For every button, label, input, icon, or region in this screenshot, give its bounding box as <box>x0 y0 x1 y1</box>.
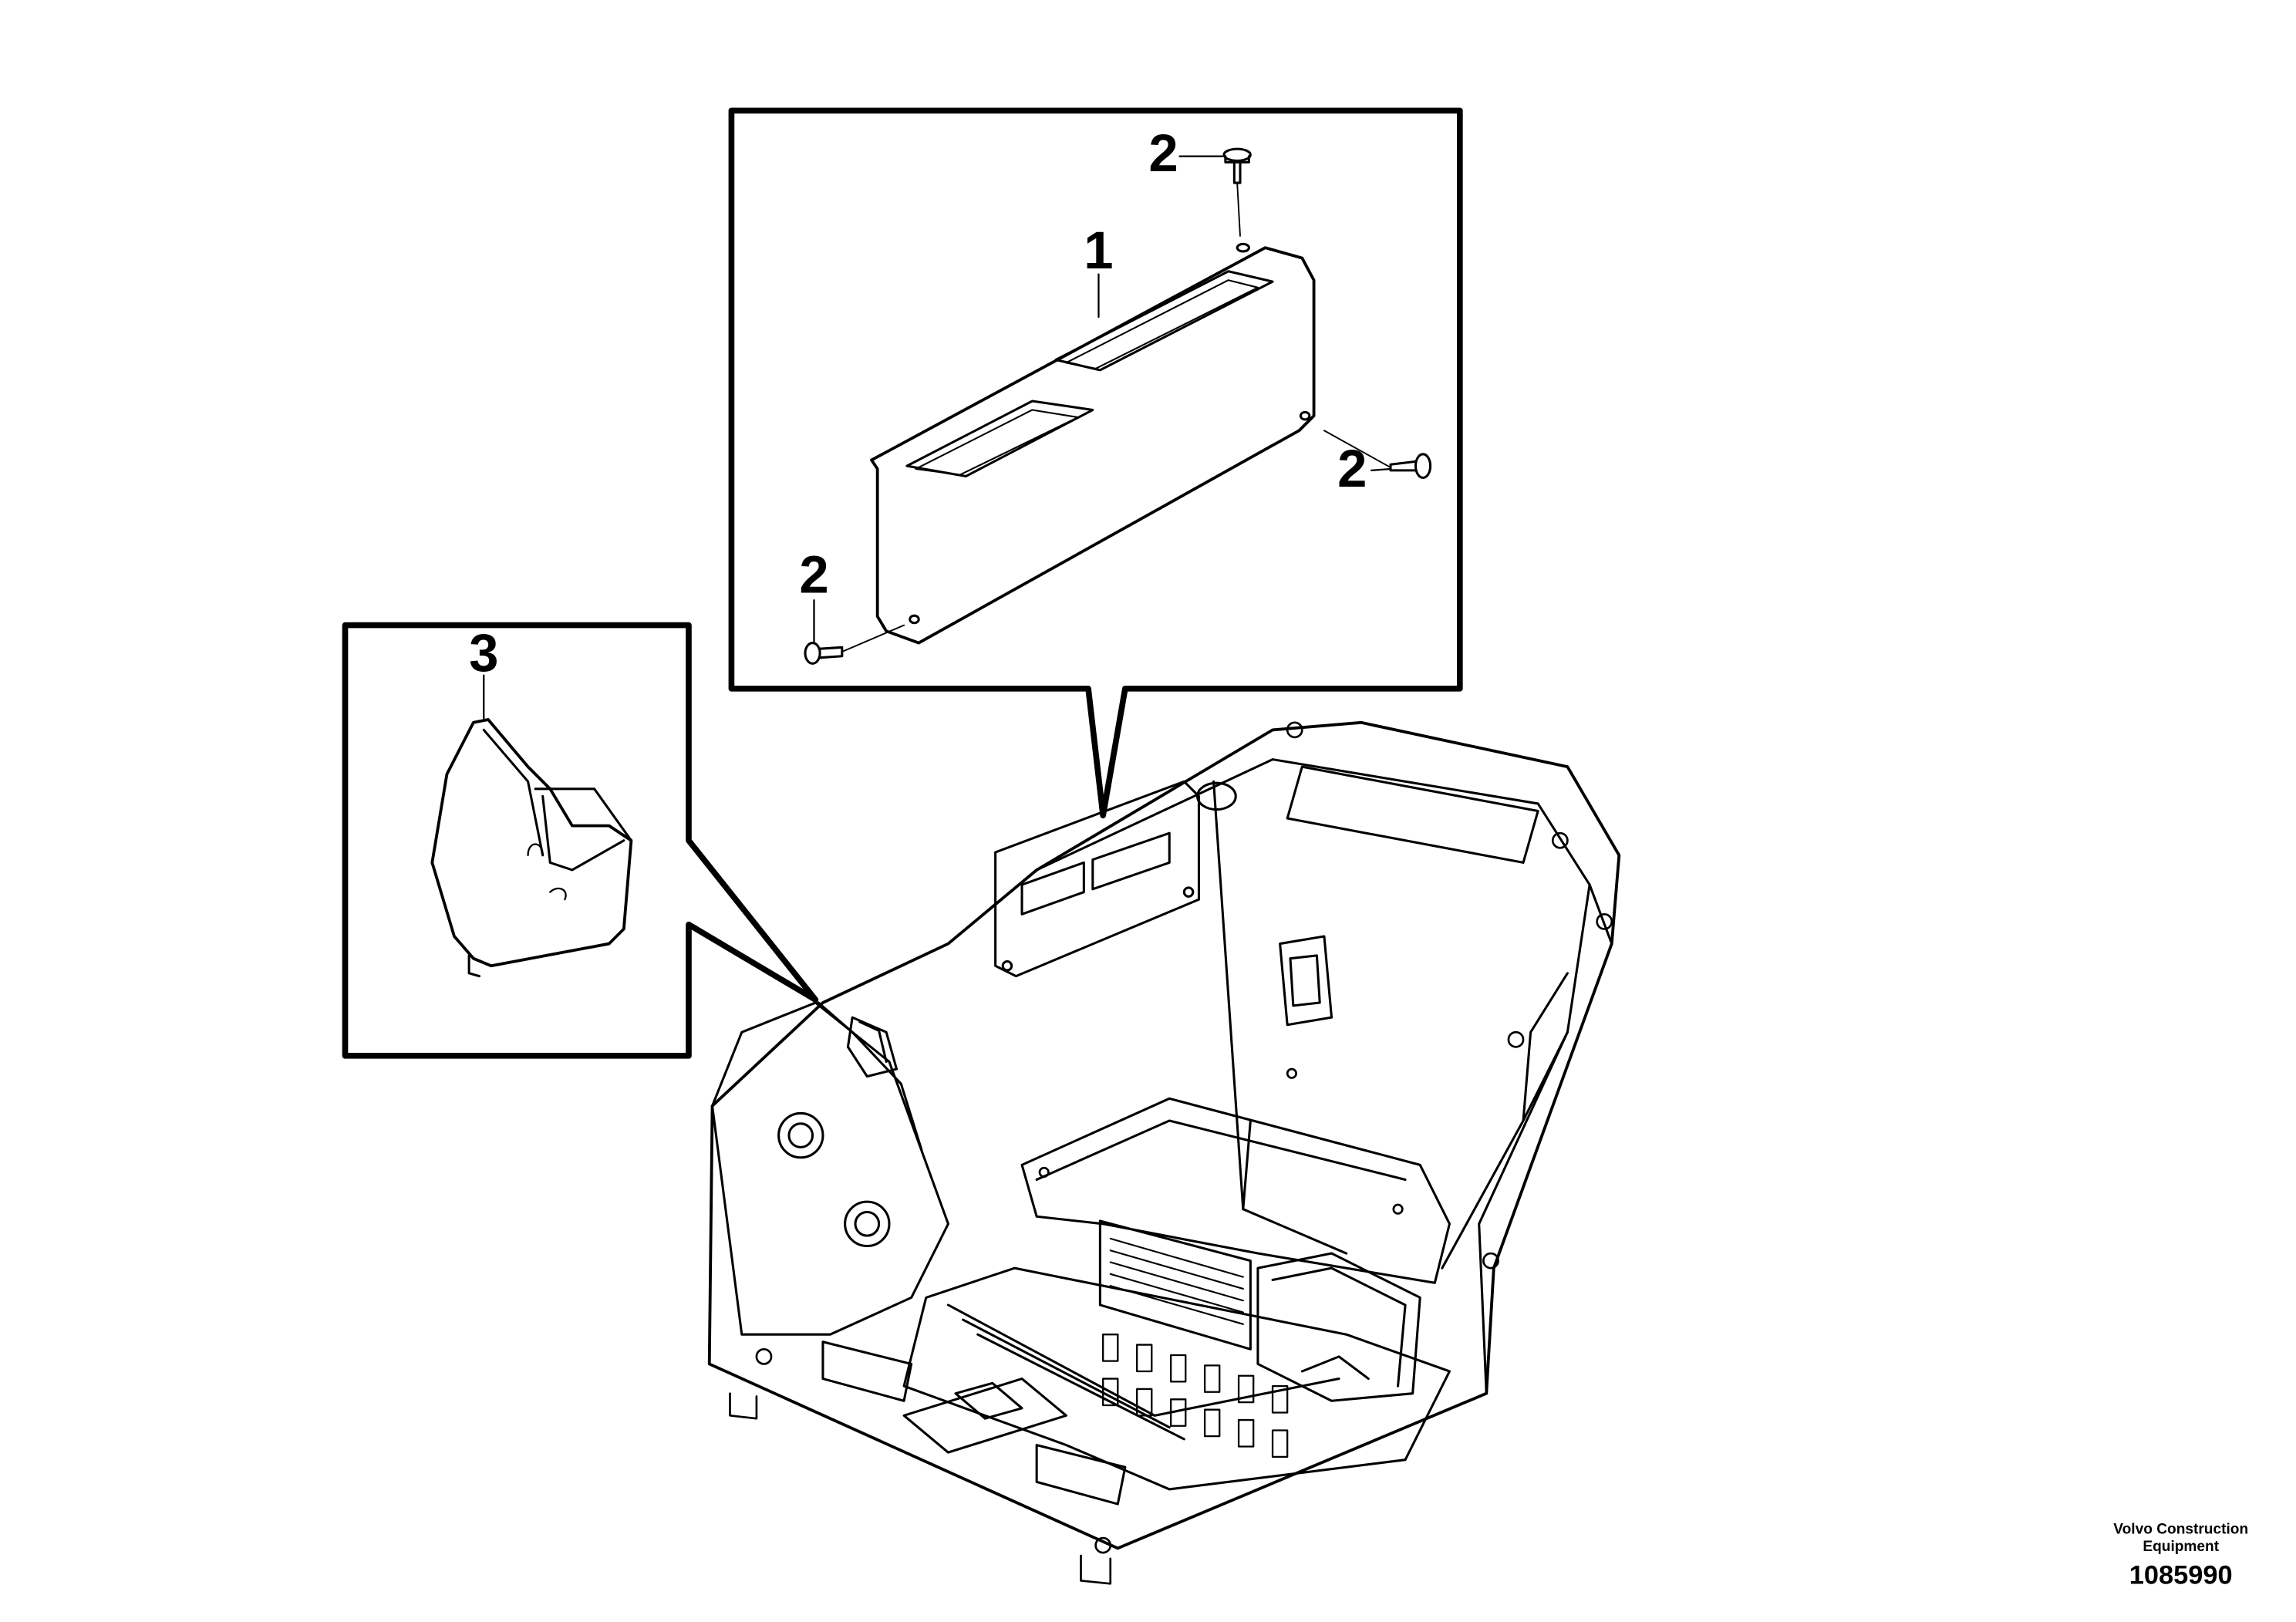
brand-line-1: Volvo Construction <box>2113 1521 2248 1537</box>
drawing-number: 1085990 <box>2129 1560 2233 1590</box>
cab-base-drawing <box>707 720 1621 1585</box>
cup-holder-detail <box>430 718 633 978</box>
callout-leaders <box>483 155 1392 721</box>
callout-3: 3 <box>469 623 498 683</box>
brand-line-2: Equipment <box>2143 1539 2219 1555</box>
detail-frame-cup-holder <box>342 622 819 1059</box>
callout-2-top: 2 <box>1148 123 1178 183</box>
callout-1: 1 <box>1084 221 1113 280</box>
detail-frame-storage-box <box>728 107 1463 819</box>
callout-2-right: 2 <box>1337 439 1367 498</box>
storage-box-detail <box>870 242 1316 645</box>
screw-parts <box>804 147 1432 665</box>
callout-2-left: 2 <box>799 545 828 605</box>
